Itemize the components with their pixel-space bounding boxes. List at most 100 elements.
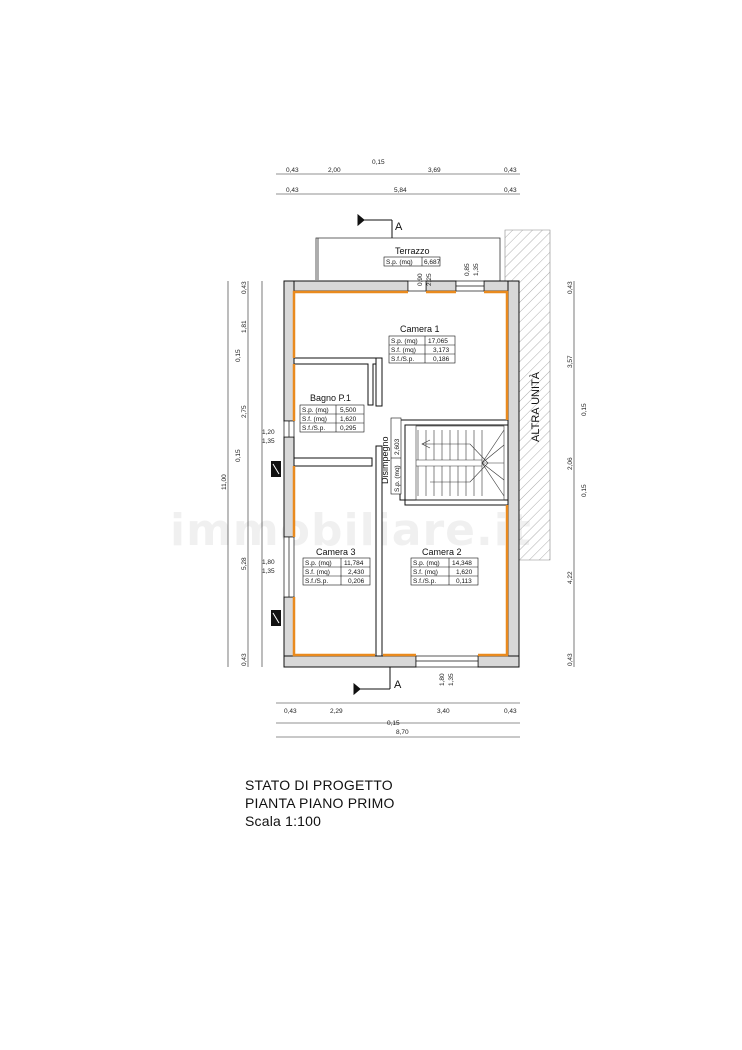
table-cell: 0,295 (340, 425, 357, 432)
table-cell: 14,348 (452, 560, 472, 567)
table-cell: 0,186 (433, 356, 450, 363)
dim-label: 3,69 (428, 167, 441, 174)
dim-label: 0,43 (284, 708, 297, 715)
room-camera-3: Camera 3 S.p. (mq) 11,784 S.f. (mq) 2,43… (302, 547, 371, 586)
dim-label: 5,84 (394, 187, 407, 194)
room-name: Camera 2 (422, 547, 462, 557)
dim-label: 0,43 (567, 281, 574, 294)
table-cell: 2,430 (348, 569, 365, 576)
dim-label: 1,80 (262, 559, 275, 566)
title-line-3: Scala 1:100 (245, 813, 322, 829)
table-cell: S.f./S.p. (305, 578, 328, 585)
dim-label: 0,43 (504, 708, 517, 715)
room-disimpegno: Disimpegno S.p. (mq) 2,603 (380, 417, 402, 495)
dim-label: 3,57 (567, 355, 574, 368)
dim-label: 1,81 (241, 320, 248, 333)
dim-label: 11,00 (221, 474, 228, 490)
dim-label: 3,40 (437, 708, 450, 715)
dim-label: 0,43 (241, 281, 248, 294)
dim-label: 0,43 (286, 167, 299, 174)
table-cell: S.p. (mq) (391, 338, 418, 345)
table-cell: 5,500 (340, 407, 357, 414)
table-cell: 1,620 (456, 569, 473, 576)
windows (283, 280, 485, 668)
dim-label: 4,22 (567, 571, 574, 584)
dimension-labels-left: 11,00 0,43 1,81 0,15 2,75 0,15 5,28 0,43 (221, 281, 248, 666)
neighbor-label: ALTRA UNITÀ (529, 371, 542, 442)
finish-lines (292, 290, 509, 657)
title-line-1: STATO DI PROGETTO (245, 777, 393, 793)
dim-label: 0,43 (504, 167, 517, 174)
room-name: Bagno P.1 (310, 393, 351, 403)
room-name: Terrazzo (395, 246, 430, 256)
watermark-text: immobiliare.it (170, 505, 532, 556)
dim-label: 0,15 (581, 484, 588, 497)
dim-label: 0,15 (372, 159, 385, 166)
dimension-labels-top-row2: 0,43 5,84 0,43 (286, 187, 517, 194)
dimension-labels-right: 0,43 3,57 0,15 2,06 0,15 4,22 0,43 (567, 281, 588, 666)
dim-label: 0,15 (387, 720, 400, 727)
dim-label: 0,43 (567, 653, 574, 666)
stair (415, 425, 505, 501)
dim-label: 0,15 (235, 449, 242, 462)
table-cell: S.f./S.p. (413, 578, 436, 585)
section-label-top: A (395, 221, 403, 233)
table-cell: 17,065 (428, 338, 448, 345)
dim-label: 1,35 (448, 673, 455, 686)
table-cell: S.f. (mq) (302, 416, 327, 423)
dim-label: 2,75 (241, 405, 248, 418)
dim-label: 8,70 (396, 729, 409, 736)
table-cell: 11,784 (344, 560, 364, 567)
table-cell: S.p. (mq) (413, 560, 440, 567)
dim-label: 2,25 (426, 273, 433, 286)
table-cell: 0,206 (348, 578, 365, 585)
title-line-2: PIANTA PIANO PRIMO (245, 795, 395, 811)
section-marker-top: A (357, 213, 403, 238)
dimension-labels-bottom: 0,43 2,29 0,15 3,40 0,43 8,70 (284, 708, 517, 736)
dimension-labels-top-row1: 0,43 2,00 0,15 3,69 0,43 (286, 159, 517, 174)
table-cell: S.p. (mq) (302, 407, 329, 414)
room-terrazzo: Terrazzo S.p. (mq) 6,687 (383, 246, 441, 267)
dim-label: 0,43 (286, 187, 299, 194)
section-marker-bottom: A (353, 667, 402, 696)
table-cell: S.p. (mq) (386, 259, 413, 266)
window-dimension-labels: 1,20 1,35 1,80 1,35 1,80 1,35 0,90 2,25 … (262, 263, 480, 686)
dim-label: 1,35 (262, 568, 275, 575)
duct-symbols (271, 461, 281, 626)
dimension-lines-top (227, 173, 575, 738)
dim-label: 1,20 (262, 429, 275, 436)
table-cell: S.f./S.p. (391, 356, 414, 363)
room-bagno: Bagno P.1 S.p. (mq) 5,500 S.f. (mq) 1,62… (299, 393, 365, 433)
table-cell: S.f. (mq) (391, 347, 416, 354)
dim-label: 0,43 (241, 653, 248, 666)
dim-label: 5,28 (241, 557, 248, 570)
dim-label: 2,06 (567, 457, 574, 470)
table-cell: 3,173 (433, 347, 450, 354)
room-camera-1: Camera 1 S.p. (mq) 17,065 S.f. (mq) 3,17… (388, 324, 456, 364)
room-name: Disimpegno (380, 436, 390, 484)
title-block: STATO DI PROGETTO PIANTA PIANO PRIMO Sca… (245, 776, 395, 830)
table-cell: S.p. (mq) (394, 465, 401, 492)
dim-label: 0,85 (464, 263, 471, 276)
dim-label: 1,35 (473, 263, 480, 276)
table-cell: 0,113 (456, 578, 472, 585)
dim-label: 1,35 (262, 438, 275, 445)
terrace-outline (315, 237, 501, 283)
section-label-bottom: A (394, 679, 402, 691)
dim-label: 0,90 (417, 273, 424, 286)
dim-label: 0,15 (235, 349, 242, 362)
dim-label: 2,29 (330, 708, 343, 715)
table-cell: 2,603 (394, 438, 401, 455)
table-cell: S.f./S.p. (302, 425, 325, 432)
room-name: Camera 3 (316, 547, 356, 557)
table-cell: S.p. (mq) (305, 560, 332, 567)
room-camera-2: Camera 2 S.p. (mq) 14,348 S.f. (mq) 1,62… (410, 547, 479, 586)
room-name: Camera 1 (400, 324, 440, 334)
dim-label: 2,00 (328, 167, 341, 174)
table-cell: S.f. (mq) (305, 569, 330, 576)
dim-label: 1,80 (439, 673, 446, 686)
dim-label: 0,43 (504, 187, 517, 194)
dim-label: 0,15 (581, 403, 588, 416)
table-cell: S.f. (mq) (413, 569, 438, 576)
